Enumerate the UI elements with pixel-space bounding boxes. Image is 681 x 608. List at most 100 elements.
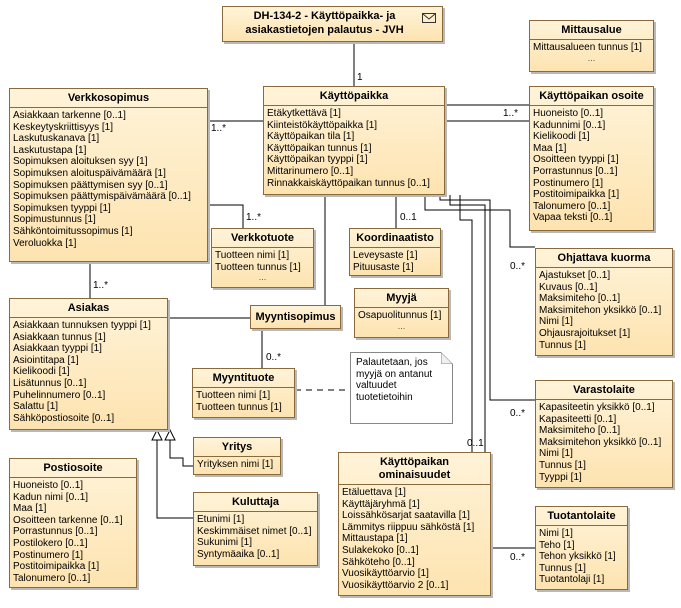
class-attribute: Postilokero [0..1] (13, 537, 88, 549)
class-tuotantolaite[interactable]: Tuotantolaite Nimi [1]Teho [1]Tehon yksi… (535, 506, 628, 590)
class-attribute: Puhelinnumero [0..1] (13, 389, 106, 401)
class-attribute: Kapasiteetti [0..1] (539, 413, 617, 425)
class-attribute: Osapuolitunnus [1] (358, 310, 442, 321)
class-asiakas[interactable]: Asiakas Asiakkaan tunnuksen tyyppi [1]As… (9, 298, 168, 430)
class-name: Kuluttaja (231, 496, 280, 508)
class-attribute: Keskeytyskriittisyys [1] (13, 121, 114, 133)
class-mittausalue[interactable]: Mittausalue Mittausalueen tunnus [1] ... (529, 20, 654, 72)
class-attribute: Osoitteen tyyppi [1] (533, 154, 619, 166)
more-ellipsis: ... (587, 52, 596, 63)
class-name: Myyntisopimus (255, 311, 336, 323)
class-attribute: Syntymäaika [0..1] (197, 548, 280, 560)
class-attribute: Postitoimipaikka [1] (13, 561, 100, 573)
class-attribute: Sähköteho [0..1] (342, 556, 415, 568)
generalization-line (169, 430, 193, 467)
class-attribute: Sulakekoko [0..1] (342, 544, 419, 556)
class-attribute: Mittaustapa [1] (342, 533, 408, 545)
multiplicity-label: 1..* (503, 108, 519, 119)
class-ohjattava-kuorma[interactable]: Ohjattava kuorma Ajastukset [0..1]Kuvaus… (535, 248, 673, 356)
class-attribute: Teho [1] (539, 539, 575, 551)
class-attribute: Nimi [1] (539, 448, 573, 460)
diagram-title-line2: asiakastietojen palautus - JVH (245, 24, 404, 36)
note-text: Palautetaan, jos myyjä on antanut valtuu… (356, 357, 433, 403)
class-name: Verkkosopimus (67, 92, 150, 104)
class-attribute: Laskutuskanava [1] (13, 133, 100, 145)
class-attribute: Sopimuksen tyyppi [1] (13, 202, 111, 214)
class-attribute: Postinumero [1] (533, 177, 604, 189)
generalization-line (156, 430, 193, 519)
class-attribute: Talonumero [0..1] (13, 572, 91, 584)
class-attribute: Käyttöpaikan tila [1] (267, 131, 355, 143)
class-attribute: Tunnus [1] (539, 562, 586, 574)
class-attribute: Huoneisto [0..1] (13, 480, 84, 491)
class-attribute: Lisätunnus [0..1] (13, 377, 87, 389)
association-line (459, 195, 473, 452)
class-varastolaite[interactable]: Varastolaite Kapasiteetin yksikkö [0..1]… (535, 380, 673, 488)
class-attribute: Sähköpostiosoite [0..1] (13, 412, 115, 424)
association-line (439, 195, 535, 401)
multiplicity-label: 0..* (510, 552, 526, 563)
class-kayttopaikan-osoite[interactable]: Käyttöpaikan osoite Huoneisto [0..1]Kadu… (529, 86, 654, 231)
class-myyntituote[interactable]: Myyntituote Tuotteen nimi [1]Tuotteen tu… (192, 368, 295, 418)
class-attribute: Porrastunnus [0..1] (13, 526, 98, 538)
class-verkkotuote[interactable]: Verkkotuote Tuotteen nimi [1] Tuotteen t… (211, 228, 314, 288)
class-attribute: Ajastukset [0..1] (539, 270, 611, 281)
class-attribute: Tuotteen tunnus [1] (215, 261, 301, 273)
association-line (449, 195, 535, 549)
class-attribute: Talonumero [0..1] (533, 200, 611, 212)
class-attribute: Postinumero [1] (13, 549, 84, 561)
class-attribute: Kapasiteetin yksikkö [0..1] (539, 402, 655, 413)
class-myyja[interactable]: Myyjä Osapuolitunnus [1] ... (354, 288, 449, 338)
class-attribute: Maa [1] (13, 503, 47, 515)
class-name: Mittausalue (561, 24, 622, 36)
class-verkkosopimus[interactable]: Verkkosopimus Asiakkaan tarkenne [0..1]K… (9, 88, 208, 262)
class-attribute: Käyttöpaikan tyyppi [1] (267, 154, 368, 166)
class-attribute: Tunnus [1] (539, 339, 586, 351)
class-name: Koordinaatisto (356, 232, 434, 244)
note-fold-icon (441, 352, 453, 364)
class-attribute: Etäkytkettävä [1] (267, 108, 341, 119)
class-kayttopaikka[interactable]: Käyttöpaikka Etäkytkettävä [1]Kiinteistö… (263, 86, 445, 195)
class-name-line1: Käyttöpaikan (379, 456, 450, 468)
class-attribute: Vapaa teksti [0..1] (533, 212, 613, 224)
class-name: Käyttöpaikka (319, 90, 389, 102)
class-attribute: Sopimuksen aloituksen syy [1] (13, 156, 148, 168)
class-kayttopaikan-ominaisuudet[interactable]: Käyttöpaikan ominaisuudet Etäluettava [1… (338, 452, 491, 596)
class-attribute: Maksimiteho [0..1] (539, 293, 621, 305)
class-attribute: Nimi [1] (539, 316, 573, 328)
more-ellipsis: ... (397, 320, 406, 331)
class-attribute: Nimi [1] (539, 528, 573, 539)
class-attribute: Asiointitapa [1] (13, 354, 79, 366)
class-name: Myyntituote (212, 372, 275, 384)
class-attribute: Tunnus [1] (539, 459, 586, 471)
class-attribute: Kadun nimi [0..1] (13, 491, 89, 503)
class-attribute: Käyttäjäryhmä [1] (342, 498, 420, 510)
class-attribute: Tyyppi [1] (539, 471, 582, 483)
association-line (431, 86, 529, 106)
class-yritys[interactable]: Yritys Yrityksen nimi [1] (193, 437, 281, 475)
more-ellipsis: ... (258, 272, 267, 283)
multiplicity-label: 0..1 (400, 212, 417, 223)
class-attribute: Ohjausrajoitukset [1] (539, 327, 631, 339)
class-attribute: Maksimitehon yksikkö [0..1] (539, 436, 662, 448)
diagram-title-box: DH-134-2 - Käyttöpaikka- ja asiakastieto… (222, 6, 443, 42)
class-attribute: Sopimuksen aloituspäivämäärä [1] (13, 167, 166, 179)
class-attribute: Maksimiteho [0..1] (539, 425, 621, 437)
class-attribute: Rinnakkaiskäyttöpaikan tunnus [0..1] (267, 177, 430, 189)
class-myyntisopimus[interactable]: Myyntisopimus (250, 305, 341, 329)
class-kuluttaja[interactable]: Kuluttaja Etunimi [1]Keskimmäiset nimet … (193, 492, 318, 566)
class-attribute: Sopimuksen päättymisen syy [0..1] (13, 179, 168, 191)
class-attribute: Sopimuksen päättymispäivämäärä [0..1] (13, 191, 191, 203)
class-attribute: Asiakkaan tunnus [1] (13, 331, 106, 343)
class-name: Verkkotuote (231, 232, 294, 244)
multiplicity-label: 1..* (246, 212, 262, 223)
class-attribute: Salattu [1] (13, 401, 59, 413)
multiplicity-label: 0..* (266, 352, 282, 363)
class-koordinaatisto[interactable]: Koordinaatisto Leveysaste [1]Pituusaste … (349, 228, 441, 276)
class-attribute: Kadunnimi [0..1] (533, 119, 606, 131)
class-name: Asiakas (67, 302, 110, 314)
class-attribute: Tuotteen nimi [1] (215, 250, 290, 261)
association-line (424, 195, 535, 248)
class-postiosoite[interactable]: Postiosoite Huoneisto [0..1]Kadun nimi [… (9, 458, 137, 588)
class-attribute: Porrastunnus [0..1] (533, 165, 618, 177)
